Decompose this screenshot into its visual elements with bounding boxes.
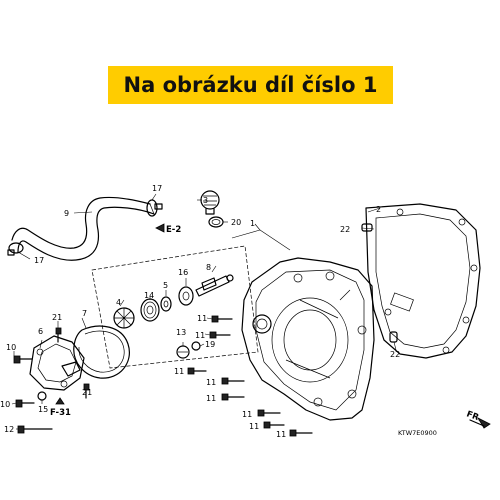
callout-22-upper: 22 (340, 225, 350, 234)
callout-21-left: 21 (52, 313, 62, 322)
dowel-pin-lower (389, 331, 398, 343)
callout-14: 14 (144, 291, 154, 300)
bolt-11-e (221, 393, 245, 401)
plug-13 (176, 345, 190, 359)
f31-reference: F-31 (50, 397, 71, 418)
pump-shaft-8 (195, 274, 234, 297)
callout-4: 4 (116, 298, 121, 307)
washer-19 (191, 341, 201, 351)
diagram-code: KTW7E0900 (398, 429, 437, 437)
bolt-11-a (211, 315, 233, 323)
ref-f31-label: F-31 (50, 408, 71, 418)
callout-9: 9 (64, 209, 69, 218)
callout-11-a: 11 (197, 314, 207, 323)
callout-20: 20 (231, 218, 241, 227)
callout-11-g: 11 (249, 422, 259, 431)
callout-8: 8 (206, 263, 211, 272)
bolt-10-lower (15, 399, 35, 408)
bearing-16 (178, 286, 194, 306)
pump-cover-6 (29, 335, 85, 391)
gasket-2 (365, 203, 481, 359)
callout-13: 13 (176, 328, 186, 337)
callout-10-lower: 10 (0, 400, 10, 409)
callouts: 1 2 3 4 5 6 7 8 9 10 10 11 11 11 11 11 1… (0, 184, 400, 439)
dowel-pin-upper (361, 223, 373, 232)
o-ring-20 (208, 216, 224, 228)
pump-set-outline (91, 245, 259, 369)
e2-reference: E-2 (155, 223, 181, 235)
bolt-11-c (187, 367, 207, 375)
callout-16: 16 (178, 268, 188, 277)
bolt-12 (17, 425, 53, 434)
callout-17-upper: 17 (152, 184, 162, 193)
callout-19: 19 (205, 340, 215, 349)
callout-15: 15 (38, 405, 48, 414)
callout-11-c: 11 (174, 367, 184, 376)
bolt-11-g (263, 421, 285, 429)
o-ring-7 (73, 325, 130, 379)
washer-15 (37, 391, 47, 401)
front-direction-arrow: FR. (465, 409, 491, 429)
callout-11-b: 11 (195, 331, 205, 340)
bolt-21-left (55, 327, 62, 343)
bolt-11-f (257, 409, 281, 417)
seal-14 (140, 298, 160, 322)
crankcase-cover (241, 257, 375, 421)
callout-6: 6 (38, 327, 43, 336)
callout-5: 5 (163, 281, 168, 290)
callout-11-f: 11 (242, 410, 252, 419)
callout-21-right: 21 (82, 388, 92, 397)
bolt-11-h (289, 429, 313, 437)
leader-lines (11, 193, 397, 430)
ref-e2-label: E-2 (166, 225, 181, 235)
callout-22-lower: 22 (390, 350, 400, 359)
callout-17-lower: 17 (34, 256, 44, 265)
callout-11-d: 11 (206, 378, 216, 387)
callout-7: 7 (82, 309, 87, 318)
callout-12: 12 (4, 425, 14, 434)
bolt-10-upper (13, 355, 33, 364)
callout-10-upper: 10 (6, 343, 16, 352)
callout-2: 2 (376, 205, 381, 214)
title-banner: Na obrázku díl číslo 1 (108, 66, 393, 104)
callout-1: 1 (250, 219, 255, 228)
hose-clamp-upper (146, 199, 163, 217)
water-hose (11, 196, 155, 261)
callout-3: 3 (203, 196, 208, 205)
bolt-11-d (221, 377, 245, 385)
hose-clamp-lower (7, 242, 24, 256)
bolt-11-b (209, 331, 231, 339)
impeller-4 (113, 307, 135, 329)
washer-5 (160, 296, 172, 312)
title-text: Na obrázku díl číslo 1 (123, 73, 378, 97)
callout-11-h: 11 (276, 430, 286, 439)
callout-11-e: 11 (206, 394, 216, 403)
